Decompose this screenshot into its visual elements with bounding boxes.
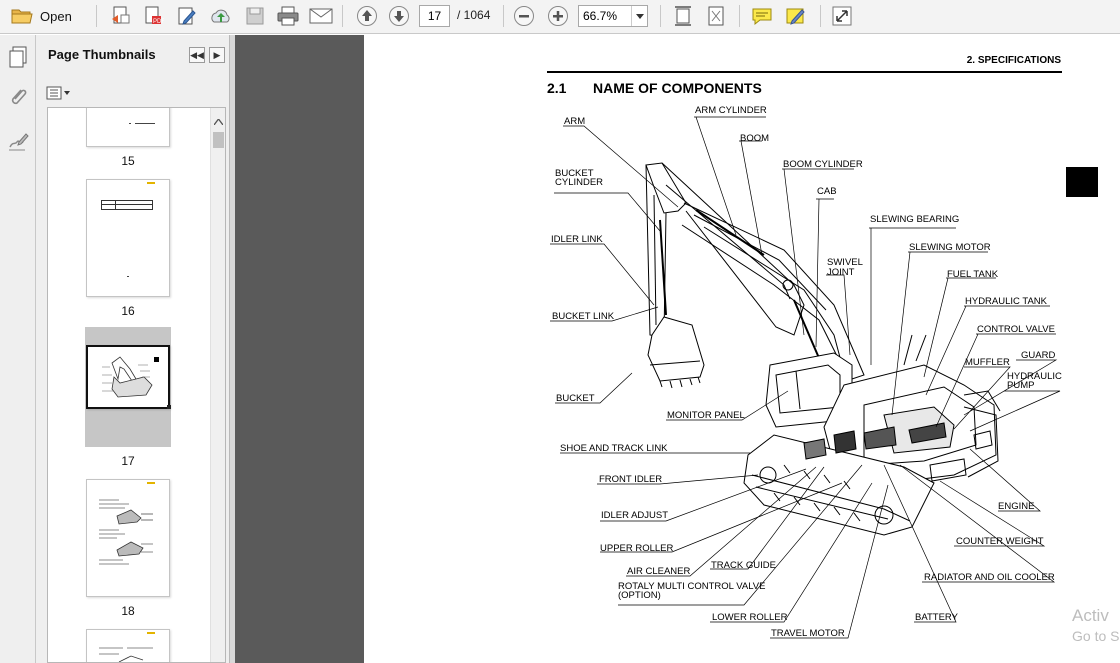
print-icon[interactable] [274,4,302,28]
label-bucket: BUCKET [556,393,595,404]
open-folder-icon[interactable] [8,4,36,28]
label-shoe-and-track-link: SHOE AND TRACK LINK [560,443,668,454]
page-tab-marker [1066,167,1098,197]
thumbnail-page-18[interactable] [86,479,170,597]
label-front-idler: FRONT IDLER [599,474,663,485]
toolbar: Open PDF / 1064 [0,0,1120,34]
thumbnail-label: 15 [121,154,135,168]
panel-splitter[interactable] [230,35,235,663]
label-upper-roller: UPPER ROLLER [600,543,674,554]
email-icon[interactable] [307,4,335,28]
highlight-icon[interactable] [783,4,809,28]
chevron-down-icon[interactable] [631,6,647,26]
label-travel-motor: TRAVEL MOTOR [771,628,845,639]
page-down-icon[interactable] [386,4,412,28]
label-hydraulic-tank: HYDRAULIC TANK [965,296,1047,307]
label-engine: ENGINE [998,501,1035,512]
expand-panel-icon[interactable]: ▶ [209,47,225,63]
label-slewing-bearing: SLEWING BEARING [870,214,960,225]
label-fuel-tank: FUEL TANK [947,269,999,280]
page-total: / 1064 [457,8,491,22]
label-muffler: MUFFLER [965,357,1010,368]
svg-text:PDF: PDF [153,19,164,25]
label-control-valve: CONTROL VALVE [977,324,1055,335]
chapter-header: 2. SPECIFICATIONS [966,55,1061,66]
fit-page-icon[interactable] [703,4,729,28]
edit-icon[interactable] [174,4,200,28]
section-number: 2.1 [547,80,567,96]
collapse-panel-icon[interactable]: ◀◀ [189,47,205,63]
activation-watermark: Activ Go to S [1072,605,1119,647]
page-thumbnails-icon[interactable] [4,43,32,71]
label-boom-cylinder: BOOM CYLINDER [783,159,863,170]
open-button[interactable]: Open [40,4,80,28]
pdf-settings-icon[interactable]: PDF [140,4,166,28]
page-up-icon[interactable] [354,4,380,28]
watermark-line-1: Activ [1072,606,1109,625]
label-slewing-motor: SLEWING MOTOR [909,242,991,253]
thumbnail-label: 18 [121,604,135,618]
thumbnail-page-19[interactable] [86,629,170,662]
label-bucket-cylinder-2: CYLINDER [555,177,604,188]
watermark-line-2: Go to S [1072,628,1120,644]
label-boom: BOOM [740,133,770,144]
zoom-in-icon[interactable] [545,4,571,28]
document-view[interactable]: 2. SPECIFICATIONS 2.1 NAME OF COMPONENTS [235,35,1120,663]
thumbnail-page-16[interactable] [86,179,170,297]
thumbnails-panel: Page Thumbnails ◀◀ ▶ 15 16 [36,35,230,663]
label-track-guide: TRACK GUIDE [711,560,776,571]
zoom-input[interactable] [583,9,629,23]
attachments-icon[interactable] [4,83,32,111]
page-number-input[interactable] [419,5,450,27]
label-bucket-link: BUCKET LINK [552,311,615,322]
zoom-out-icon[interactable] [511,4,537,28]
thumbnails-scrollbar[interactable] [210,108,225,662]
scroll-up-icon[interactable] [213,112,224,130]
label-hydraulic-pump-1: HYDRAULIC [1007,371,1062,382]
label-cab: CAB [817,186,837,197]
label-monitor-panel: MONITOR PANEL [667,410,745,421]
label-idler-link: IDLER LINK [551,234,603,245]
thumbnails-header: Page Thumbnails ◀◀ ▶ [36,35,230,75]
label-arm: ARM [564,116,586,127]
label-swivel-joint-1: SWIVEL [827,257,863,268]
scrollbar-thumb[interactable] [213,132,224,148]
zoom-select[interactable] [578,5,648,27]
signatures-icon[interactable] [4,127,32,155]
thumbnail-page-17[interactable] [86,345,170,409]
create-pdf-icon[interactable] [108,4,134,28]
label-idler-adjust: IDLER ADJUST [601,510,669,521]
fullscreen-icon[interactable] [829,4,855,28]
label-swivel-joint-2: JOINT [827,267,855,278]
label-hydraulic-pump-2: PUMP [1007,380,1035,391]
comment-icon[interactable] [749,4,775,28]
thumbnail-label: 16 [121,304,135,318]
label-bucket-cylinder-1: BUCKET [555,168,594,179]
label-guard: GUARD [1021,350,1056,361]
header-rule [547,71,1062,73]
label-arm-cylinder: ARM CYLINDER [695,105,767,116]
label-rotaly-mcv-1: ROTALY MULTI CONTROL VALVE [618,581,766,592]
panel-title: Page Thumbnails [48,47,156,62]
upload-icon[interactable] [207,4,235,28]
save-icon[interactable] [242,4,268,28]
scroll-mode-icon[interactable] [670,4,696,28]
section-title: NAME OF COMPONENTS [593,80,762,96]
pdf-page: 2. SPECIFICATIONS 2.1 NAME OF COMPONENTS [364,35,1120,663]
thumbnails-list[interactable]: 15 16 17 [47,107,226,663]
excavator-diagram [550,116,1061,639]
label-rotaly-mcv-2: (OPTION) [618,590,661,601]
label-battery: BATTERY [915,612,958,623]
open-label: Open [40,8,72,24]
thumbnail-label: 17 [121,454,135,468]
thumbnail-page-15[interactable] [86,108,170,147]
navigation-pane-buttons [0,35,36,663]
label-air-cleaner: AIR CLEANER [627,566,691,577]
label-radiator-and-oil-cooler: RADIATOR AND OIL COOLER [924,572,1055,583]
label-counter-weight: COUNTER WEIGHT [956,536,1044,547]
label-lower-roller: LOWER ROLLER [712,612,788,623]
thumbnail-options-button[interactable] [46,83,76,103]
